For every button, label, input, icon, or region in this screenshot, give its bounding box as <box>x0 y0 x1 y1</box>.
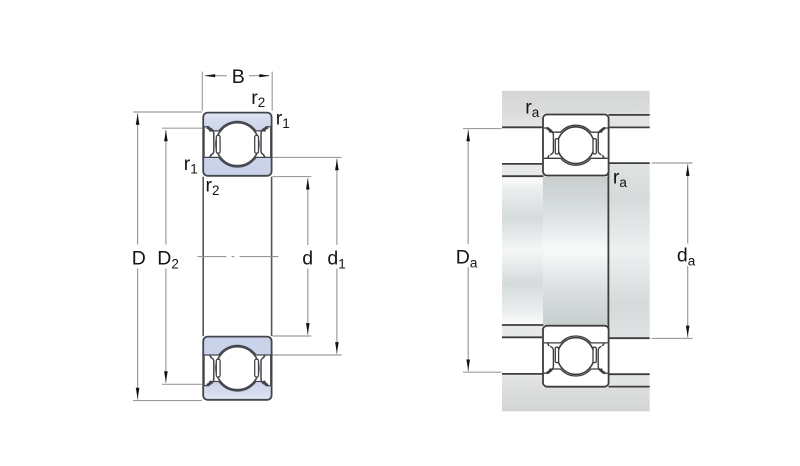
svg-text:D: D <box>132 247 146 269</box>
svg-text:d: d <box>302 247 313 269</box>
svg-text:B: B <box>232 66 245 88</box>
